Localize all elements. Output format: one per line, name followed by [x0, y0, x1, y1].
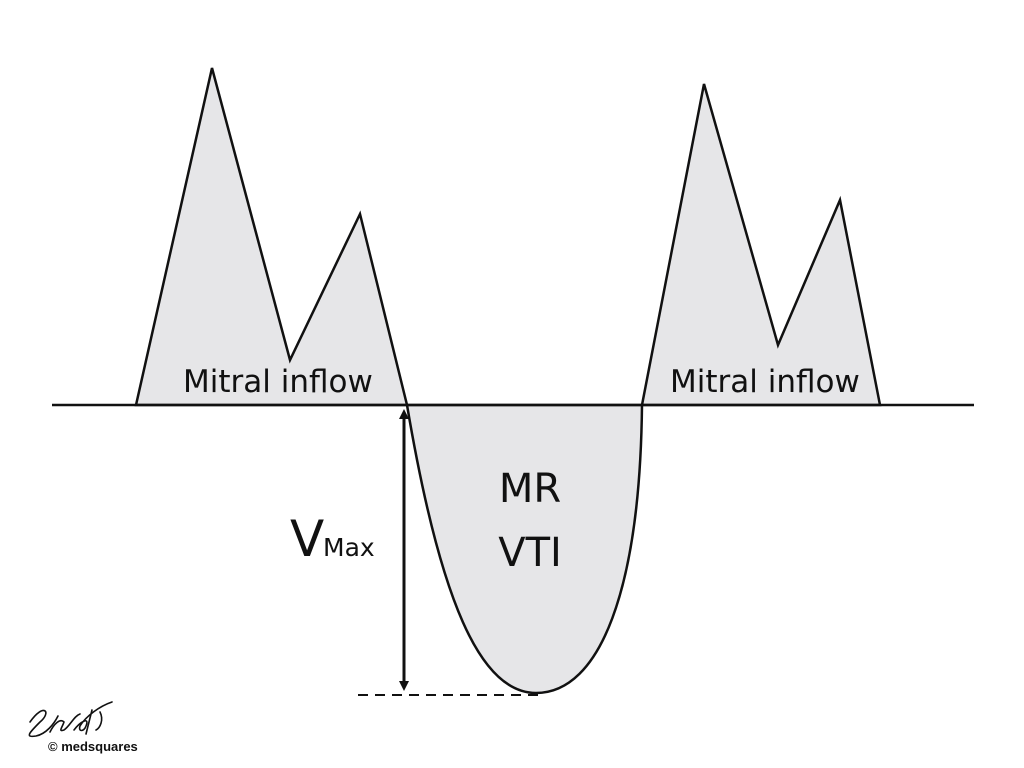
mr-label: MR [499, 466, 561, 512]
left-mitral-inflow-waveform [134, 67, 409, 407]
right-inflow-label: Mitral inflow [670, 364, 860, 400]
vmax-v-label: V [290, 510, 324, 568]
vmax-subscript-label: Max [323, 533, 375, 562]
vti-label: VTI [498, 530, 562, 576]
right-mitral-inflow-waveform [640, 83, 882, 407]
mr-jet-waveform [405, 403, 644, 695]
copyright-text: © medsquares [48, 739, 138, 754]
left-inflow-label: Mitral inflow [183, 364, 373, 400]
signature-logo [28, 701, 113, 738]
